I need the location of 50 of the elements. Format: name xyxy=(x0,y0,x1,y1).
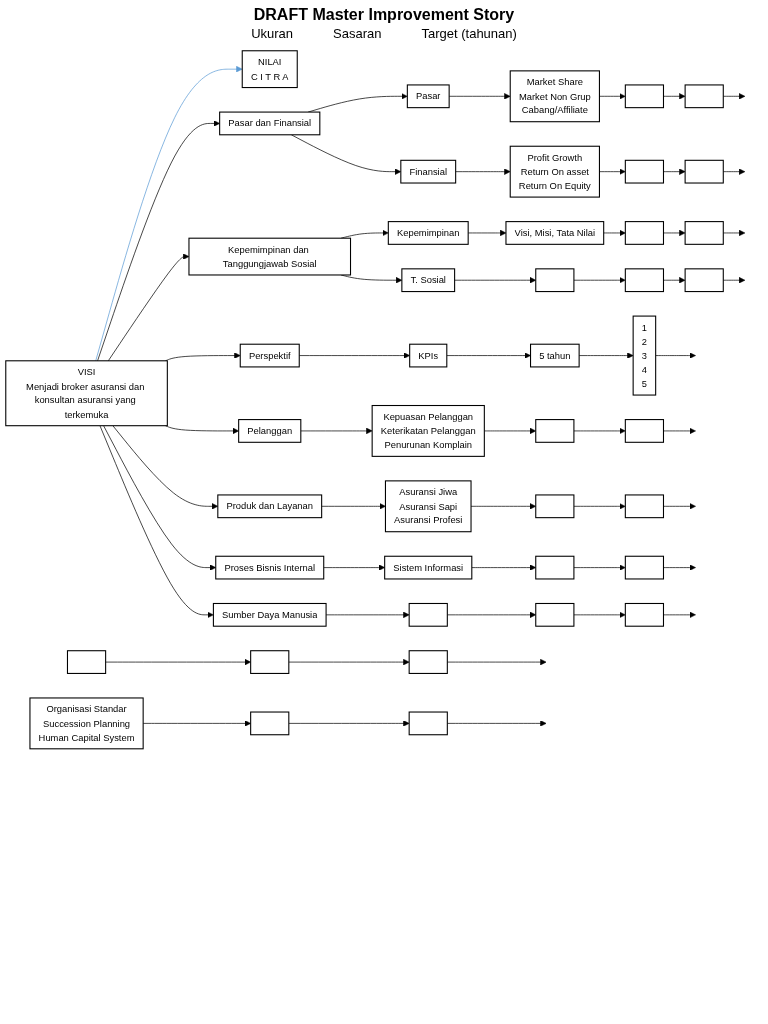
column-header: Target (tahunan) xyxy=(421,26,517,41)
node-box: Pasar xyxy=(406,84,450,109)
node-box: VISI Menjadi broker asuransi dan konsultan asuransi yang terkemuka xyxy=(5,360,168,427)
node-box xyxy=(624,602,664,627)
diagram-title: DRAFT Master Improvement Story xyxy=(252,6,516,24)
node-box: Profit Growth Return On asset Return On Equity xyxy=(509,145,600,198)
node-box xyxy=(250,711,290,736)
node-box xyxy=(684,221,724,245)
node-box: Pasar dan Finansial xyxy=(219,111,321,136)
node-box xyxy=(624,159,664,184)
node-box: Kepuasan Pelanggan Keterikatan Pelanggan Penurunan Komplain xyxy=(371,404,485,457)
node-box xyxy=(408,711,448,736)
node-box: Sumber Daya Manusia xyxy=(212,602,327,627)
node-box: KPIs xyxy=(409,343,448,368)
node-box: Proses Bisnis Internal xyxy=(215,555,325,580)
node-box: Kepemimpinan xyxy=(387,221,469,245)
node-box: Pelanggan xyxy=(238,419,302,443)
node-box xyxy=(684,268,724,293)
node-box: Kepemimpinan dan Tanggungjawab Sosial xyxy=(188,237,352,276)
node-box xyxy=(684,159,724,184)
node-box xyxy=(535,602,575,627)
column-header: Ukuran xyxy=(251,26,294,41)
node-box: Produk dan Layanan xyxy=(217,494,323,519)
node-box: Visi, Misi, Tata Nilai xyxy=(505,221,605,245)
node-box xyxy=(535,419,575,443)
node-box xyxy=(535,268,575,293)
node-box: Asuransi Jiwa Asuransi Sapi Asuransi Profesi xyxy=(384,480,472,533)
column-header: Sasaran xyxy=(333,26,382,41)
node-box: Organisasi Standar Succession Planning Human Capital System xyxy=(29,697,144,750)
node-box: Market Share Market Non Grup Cabang/Affiliate xyxy=(509,70,600,123)
node-box xyxy=(624,268,664,293)
node-box xyxy=(250,650,290,674)
node-box xyxy=(66,650,107,674)
node-box: Finansial xyxy=(400,159,457,184)
node-box: T. Sosial xyxy=(401,268,456,293)
node-box: 5 tahun xyxy=(530,343,580,368)
node-box xyxy=(624,494,664,519)
node-box xyxy=(408,602,448,627)
node-box xyxy=(624,84,664,109)
node-box xyxy=(624,555,664,580)
node-box: Sistem Informasi xyxy=(384,555,473,580)
node-box xyxy=(535,494,575,519)
node-box xyxy=(624,419,664,443)
node-box: Perspektif xyxy=(239,343,300,368)
node-box: NILAI C I T R A xyxy=(241,50,298,89)
node-box xyxy=(624,221,664,245)
node-box xyxy=(408,650,448,674)
node-box xyxy=(535,555,575,580)
node-box: 1 2 3 4 5 xyxy=(632,315,657,396)
node-box xyxy=(684,84,724,109)
